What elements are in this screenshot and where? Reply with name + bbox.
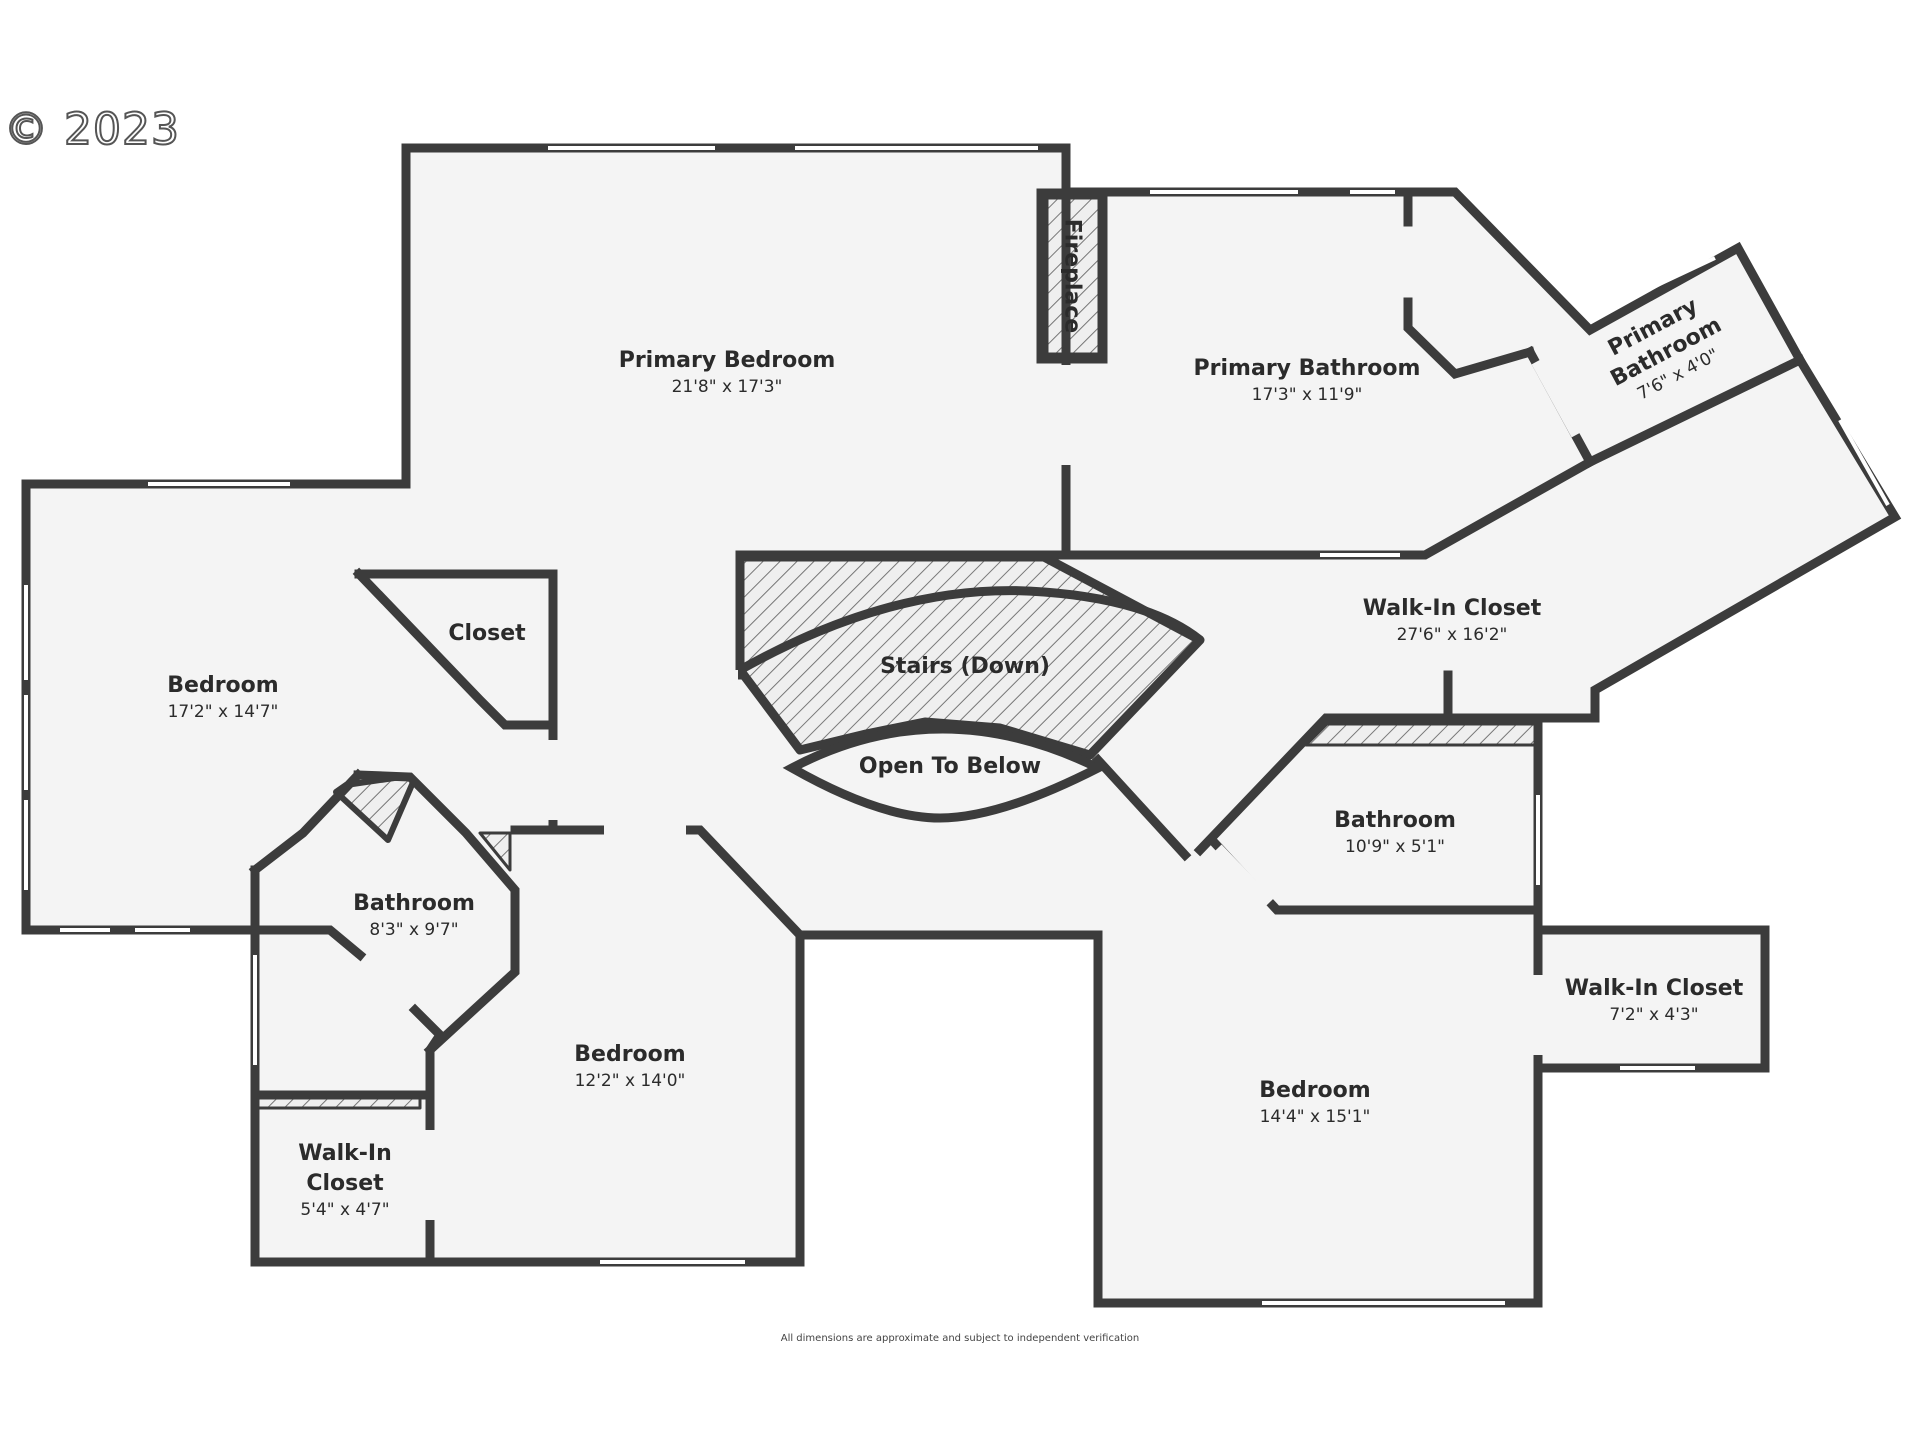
disclaimer: All dimensions are approximate and subje… bbox=[780, 1333, 1140, 1344]
room-bathroom-right: Bathroom 10'9" x 5'1" bbox=[1334, 806, 1456, 858]
room-name: Bedroom bbox=[574, 1042, 686, 1067]
stairs-curve bbox=[737, 586, 1203, 674]
room-primary-bathroom: Primary Bathroom 17'3" x 11'9" bbox=[1194, 354, 1421, 406]
room-dimensions: 12'2" x 14'0" bbox=[574, 1071, 686, 1091]
room-dimensions: 17'2" x 14'7" bbox=[167, 702, 279, 722]
door-openings bbox=[425, 359, 1581, 1220]
right-shelf-hatch bbox=[1304, 722, 1540, 747]
room-name: Bathroom bbox=[353, 891, 475, 916]
room-walk-in-closet-main: Walk-In Closet 27'6" x 16'2" bbox=[1363, 594, 1541, 646]
room-dimensions: 17'3" x 11'9" bbox=[1251, 385, 1363, 405]
room-name: Walk-In Closet bbox=[1362, 596, 1542, 621]
room-walk-in-closet-right: Walk-In Closet 7'2" x 4'3" bbox=[1565, 974, 1743, 1026]
room-name-line2: Closet bbox=[306, 1171, 384, 1196]
room-dimensions: 10'9" x 5'1" bbox=[1345, 837, 1445, 857]
copyright-notice: © 2023 bbox=[3, 103, 180, 156]
room-dimensions: 21'8" x 17'3" bbox=[671, 377, 783, 397]
room-open-to-below: Open To Below bbox=[859, 752, 1041, 782]
room-name: Closet bbox=[448, 621, 526, 646]
room-dimensions: 5'4" x 4'7" bbox=[300, 1200, 390, 1220]
room-name: Bedroom bbox=[167, 673, 279, 698]
windows bbox=[24, 146, 1890, 1305]
stairs-area bbox=[735, 552, 1205, 760]
room-closet: Closet bbox=[448, 619, 525, 649]
room-bedroom-right: Bedroom 14'4" x 15'1" bbox=[1259, 1076, 1370, 1128]
room-bedroom-middle: Bedroom 12'2" x 14'0" bbox=[574, 1040, 685, 1092]
room-stairs: Stairs (Down) bbox=[880, 652, 1050, 682]
room-primary-bedroom: Primary Bedroom 21'8" x 17'3" bbox=[619, 346, 836, 398]
room-name-line1: Walk-In bbox=[298, 1141, 392, 1166]
room-bathroom-left: Bathroom 8'3" x 9'7" bbox=[353, 889, 475, 941]
room-name: Stairs (Down) bbox=[880, 654, 1050, 679]
room-name: Bedroom bbox=[1259, 1078, 1371, 1103]
copyright-text: © 2023 bbox=[3, 103, 180, 156]
room-name: Fireplace bbox=[1059, 218, 1085, 334]
room-name: Bathroom bbox=[1334, 808, 1456, 833]
room-walk-in-closet-left: Walk-In Closet 5'4" x 4'7" bbox=[298, 1139, 391, 1221]
room-name: Primary Bathroom bbox=[1193, 356, 1421, 381]
room-name: Walk-In Closet bbox=[1564, 976, 1744, 1001]
room-dimensions: 7'2" x 4'3" bbox=[1609, 1005, 1699, 1025]
room-name: Primary Bedroom bbox=[618, 348, 836, 373]
room-name: Open To Below bbox=[858, 754, 1042, 779]
open-to-below bbox=[782, 724, 1109, 823]
room-dimensions: 27'6" x 16'2" bbox=[1396, 625, 1508, 645]
room-dimensions: 8'3" x 9'7" bbox=[369, 920, 459, 940]
room-bedroom-left: Bedroom 17'2" x 14'7" bbox=[167, 671, 278, 723]
room-fireplace: Fireplace bbox=[1060, 219, 1085, 333]
room-dimensions: 14'4" x 15'1" bbox=[1259, 1107, 1371, 1127]
bathroom-hatch bbox=[478, 831, 512, 872]
